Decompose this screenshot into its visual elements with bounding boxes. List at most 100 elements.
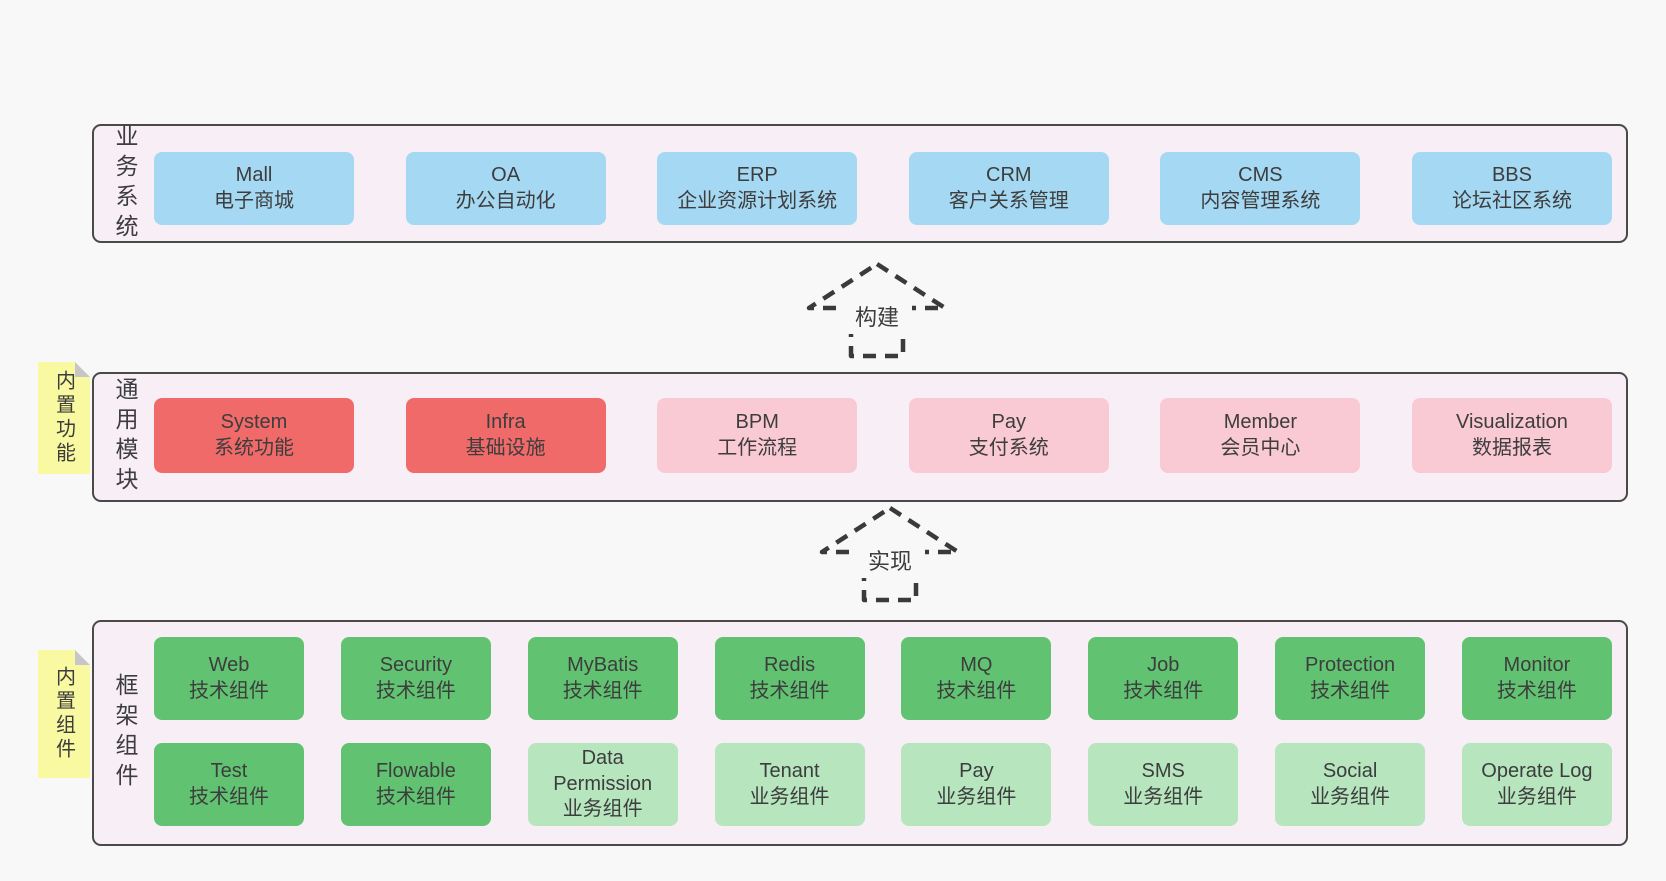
box-title: Operate Log <box>1481 759 1593 782</box>
box-subtitle: 技术组件 <box>562 679 643 702</box>
panel-common-modules: 通用模块 System 系统功能 Infra 基础设施 BPM 工作流程 Pay… <box>92 372 1628 502</box>
arrow-build-label: 构建 <box>855 305 899 330</box>
panel-components-label: 框架组件 <box>112 673 138 793</box>
box-subtitle: 办公自动化 <box>455 189 556 212</box>
box-title: Member <box>1223 410 1298 433</box>
box-title: MQ <box>960 653 993 676</box>
box-subtitle: 业务组件 <box>1496 785 1577 808</box>
box-title: OA <box>491 163 521 186</box>
box-title: System <box>220 410 288 433</box>
box-social: Social 业务组件 <box>1275 743 1426 826</box>
box-cms: CMS 内容管理系统 <box>1160 152 1361 225</box>
box-title: Social <box>1322 759 1378 782</box>
box-title: BBS <box>1491 163 1532 186</box>
box-subtitle: 业务组件 <box>749 785 830 808</box>
box-subtitle: 技术组件 <box>749 679 830 702</box>
box-bpm: BPM 工作流程 <box>657 398 858 473</box>
box-member: Member 会员中心 <box>1160 398 1361 473</box>
box-title: Protection <box>1305 653 1396 676</box>
box-protection: Protection 技术组件 <box>1275 637 1426 720</box>
up-arrow-implement-icon: 实现 <box>819 505 961 603</box>
box-title: Pay <box>991 410 1027 433</box>
panel-framework-components: 框架组件 Web 技术组件 Security 技术组件 MyBatis 技术组件… <box>92 620 1628 846</box>
box-mall: Mall 电子商城 <box>154 152 354 225</box>
box-subtitle: 技术组件 <box>375 785 456 808</box>
box-subtitle: 数据报表 <box>1471 436 1552 459</box>
box-data-permission: Data Permission 业务组件 <box>527 743 678 826</box>
box-subtitle: 业务组件 <box>936 785 1017 808</box>
box-title: BPM <box>735 410 779 433</box>
arrow-implement-label: 实现 <box>868 549 912 574</box>
box-mq: MQ 技术组件 <box>901 637 1052 720</box>
components-box-row-1: Web 技术组件 Security 技术组件 MyBatis 技术组件 Redi… <box>154 637 1612 720</box>
sticky-note-builtin-components: 内置组件 <box>38 650 90 778</box>
box-title: Visualization <box>1456 410 1568 433</box>
box-infra: Infra 基础设施 <box>405 398 606 473</box>
box-test: Test 技术组件 <box>154 743 304 826</box>
box-subtitle: 客户关系管理 <box>948 189 1069 212</box>
box-subtitle: 技术组件 <box>936 679 1017 702</box>
box-sms: SMS 业务组件 <box>1088 743 1239 826</box>
sticky-note-text: 内置组件 <box>52 666 75 762</box>
box-subtitle: 系统功能 <box>214 436 294 459</box>
box-monitor: Monitor 技术组件 <box>1461 637 1612 720</box>
box-subtitle: 会员中心 <box>1220 436 1301 459</box>
box-subtitle: 业务组件 <box>1123 785 1204 808</box>
box-subtitle: 技术组件 <box>1496 679 1577 702</box>
box-crm: CRM 客户关系管理 <box>908 152 1109 225</box>
panel-business-systems: 业务系统 Mall 电子商城 OA 办公自动化 ERP 企业资源计划系统 CRM… <box>92 123 1628 244</box>
box-title: Monitor <box>1503 653 1571 676</box>
box-flowable: Flowable 技术组件 <box>340 743 491 826</box>
box-subtitle: 技术组件 <box>1310 679 1391 702</box>
box-title: Web <box>208 653 250 676</box>
box-subtitle: 支付系统 <box>968 436 1049 459</box>
box-subtitle: 工作流程 <box>717 436 798 459</box>
box-subtitle: 企业资源计划系统 <box>677 189 838 212</box>
components-box-row-2: Test 技术组件 Flowable 技术组件 Data Permission … <box>154 743 1612 826</box>
modules-box-row: System 系统功能 Infra 基础设施 BPM 工作流程 Pay 支付系统… <box>154 398 1612 473</box>
box-title: CMS <box>1238 163 1283 186</box>
box-subtitle: 论坛社区系统 <box>1451 189 1572 212</box>
box-title: SMS <box>1141 759 1185 782</box>
box-visualization: Visualization 数据报表 <box>1411 398 1612 473</box>
box-subtitle: 基础设施 <box>465 436 546 459</box>
sticky-note-text: 内置功能 <box>52 370 75 466</box>
arrow-label-bg <box>855 546 925 578</box>
box-subtitle: 内容管理系统 <box>1200 189 1321 212</box>
business-box-row: Mall 电子商城 OA 办公自动化 ERP 企业资源计划系统 CRM 客户关系… <box>154 152 1612 225</box>
box-subtitle: 业务组件 <box>562 798 643 821</box>
box-subtitle: 业务组件 <box>1310 785 1391 808</box>
box-title: CRM <box>986 163 1032 186</box>
box-tenant: Tenant 业务组件 <box>714 743 865 826</box>
panel-business-label: 业务系统 <box>112 123 138 244</box>
up-arrow-build-icon: 构建 <box>806 261 948 359</box>
box-erp: ERP 企业资源计划系统 <box>657 152 858 225</box>
box-pay-component: Pay 业务组件 <box>901 743 1052 826</box>
box-title: Infra <box>485 410 526 433</box>
box-title: Flowable <box>375 759 456 782</box>
arrow-label-bg <box>842 302 912 334</box>
box-oa: OA 办公自动化 <box>405 152 606 225</box>
box-bbs: BBS 论坛社区系统 <box>1411 152 1612 225</box>
box-title: Security <box>379 653 452 676</box>
box-title: MyBatis <box>567 653 639 676</box>
box-redis: Redis 技术组件 <box>714 637 865 720</box>
box-subtitle: 电子商城 <box>214 189 294 212</box>
box-subtitle: 技术组件 <box>189 679 269 702</box>
box-pay-module: Pay 支付系统 <box>908 398 1109 473</box>
box-title: Redis <box>763 653 816 676</box>
box-job: Job 技术组件 <box>1088 637 1239 720</box>
box-title: Test <box>210 759 248 782</box>
sticky-note-builtin-features: 内置功能 <box>38 362 90 474</box>
box-title: Mall <box>235 163 273 186</box>
box-operate-log: Operate Log 业务组件 <box>1461 743 1612 826</box>
box-system: System 系统功能 <box>154 398 354 473</box>
box-subtitle: 技术组件 <box>189 785 269 808</box>
box-title: ERP <box>736 163 778 186</box>
panel-modules-label: 通用模块 <box>112 377 138 497</box>
box-mybatis: MyBatis 技术组件 <box>527 637 678 720</box>
box-web: Web 技术组件 <box>154 637 304 720</box>
box-title: Data Permission <box>553 747 653 795</box>
box-security: Security 技术组件 <box>340 637 491 720</box>
